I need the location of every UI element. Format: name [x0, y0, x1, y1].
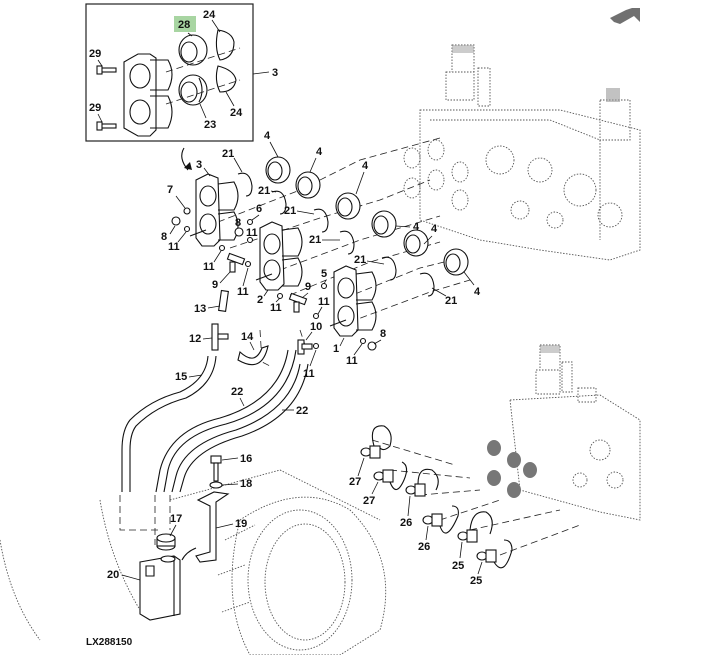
hose-22-inner: [171, 363, 309, 493]
bracket-19: [195, 491, 230, 563]
callout-22[interactable]: 22: [296, 405, 308, 417]
valve-section-3: [189, 173, 239, 247]
tee-fitting-9-left: [226, 252, 246, 273]
callout-26[interactable]: 26: [400, 517, 412, 529]
next-page-arrow-icon[interactable]: [610, 8, 640, 24]
callout-4[interactable]: 4: [431, 223, 438, 235]
snap-rings-21: [237, 172, 435, 297]
washer-18: [209, 481, 223, 489]
connector-13: [218, 289, 229, 312]
callout-21[interactable]: 21: [222, 148, 234, 160]
callout-2[interactable]: 2: [257, 294, 263, 306]
callout-29[interactable]: 29: [89, 48, 101, 60]
callout-6[interactable]: 6: [256, 203, 262, 215]
callout-26[interactable]: 26: [418, 541, 430, 553]
callout-29[interactable]: 29: [89, 102, 101, 114]
callout-21[interactable]: 21: [354, 254, 366, 266]
callout-13[interactable]: 13: [194, 303, 206, 315]
callout-4[interactable]: 4: [316, 146, 323, 158]
callout-5[interactable]: 5: [321, 268, 327, 280]
control-valve-assembly-lower: [487, 344, 641, 521]
callout-10[interactable]: 10: [310, 321, 322, 333]
callout-25[interactable]: 25: [452, 560, 464, 572]
callout-8[interactable]: 8: [235, 217, 241, 229]
hose-14: [237, 345, 269, 366]
tee-fitting-9-right: [288, 292, 308, 313]
valve-section-1: [329, 265, 377, 337]
callout-28[interactable]: 28: [178, 19, 190, 31]
callout-11[interactable]: 11: [303, 368, 315, 380]
callout-labels: 3 7 8 11 21 21 21 21 21 21 4 4 4 4 4 4 6…: [107, 130, 483, 587]
cap-17: [156, 533, 176, 551]
callout-9[interactable]: 9: [305, 281, 311, 293]
seal-rings-4: [265, 156, 469, 276]
callout-9[interactable]: 9: [212, 279, 218, 291]
reservoir-tank-20: [139, 555, 181, 621]
inset-bolt-29-bottom: [96, 121, 117, 131]
callout-11[interactable]: 11: [346, 355, 358, 367]
callout-11[interactable]: 11: [270, 302, 282, 314]
callout-16[interactable]: 16: [240, 453, 252, 465]
tee-fitting-12: [211, 323, 229, 351]
callout-24[interactable]: 24: [203, 9, 216, 21]
callout-11[interactable]: 11: [318, 296, 330, 308]
callout-14[interactable]: 14: [241, 331, 254, 343]
small-fittings: [171, 207, 377, 351]
figure-id-label: LX288150: [86, 637, 133, 648]
callout-19[interactable]: 19: [235, 518, 247, 530]
callout-8[interactable]: 8: [161, 231, 167, 243]
callout-11[interactable]: 11: [246, 227, 258, 239]
callout-1[interactable]: 1: [333, 343, 339, 355]
callout-8[interactable]: 8: [380, 328, 386, 340]
callout-11[interactable]: 11: [168, 241, 180, 253]
inset-bolt-29-top: [96, 65, 117, 75]
detail-inset: 28 24 29 29 23 24: [85, 3, 254, 142]
inset-oring-24-bottom: [215, 65, 237, 93]
callout-21[interactable]: 21: [284, 205, 296, 217]
callout-3[interactable]: 3: [196, 159, 202, 171]
callout-25[interactable]: 25: [470, 575, 482, 587]
callout-21[interactable]: 21: [445, 295, 457, 307]
inset-valve-housing: [123, 53, 173, 137]
hose-15: [121, 355, 217, 492]
callout-12[interactable]: 12: [189, 333, 201, 345]
callout-27[interactable]: 27: [349, 476, 361, 488]
transmission-housing: [0, 469, 387, 655]
cap-arrow-icon: [181, 547, 197, 561]
callout-4[interactable]: 4: [413, 221, 420, 233]
callout-4[interactable]: 4: [264, 130, 271, 142]
plugs-25-26-27: [360, 425, 513, 569]
callout-21[interactable]: 21: [309, 234, 321, 246]
control-valve-assembly-upper: [403, 44, 641, 261]
callout-21[interactable]: 21: [258, 185, 270, 197]
callout-3[interactable]: 3: [272, 67, 278, 79]
callout-18[interactable]: 18: [240, 478, 252, 490]
callout-17[interactable]: 17: [170, 513, 182, 525]
callout-4[interactable]: 4: [362, 160, 369, 172]
callout-20[interactable]: 20: [107, 569, 119, 581]
callout-23[interactable]: 23: [204, 119, 216, 131]
inset-seal-23: [178, 74, 208, 106]
callout-15[interactable]: 15: [175, 371, 187, 383]
bolt-16: [210, 455, 222, 482]
inset-seal-28: [178, 34, 208, 66]
hose-22-outer: [155, 349, 297, 493]
callout-22[interactable]: 22: [231, 386, 243, 398]
callout-4[interactable]: 4: [474, 286, 481, 298]
callout-27[interactable]: 27: [363, 495, 375, 507]
elbow-10: [297, 339, 313, 355]
callout-11[interactable]: 11: [203, 261, 215, 273]
inset-oring-24-top: [215, 29, 235, 61]
callout-24[interactable]: 24: [230, 107, 243, 119]
valve-section-2: [255, 221, 303, 291]
callout-7[interactable]: 7: [167, 184, 173, 196]
callout-11[interactable]: 11: [237, 286, 249, 298]
